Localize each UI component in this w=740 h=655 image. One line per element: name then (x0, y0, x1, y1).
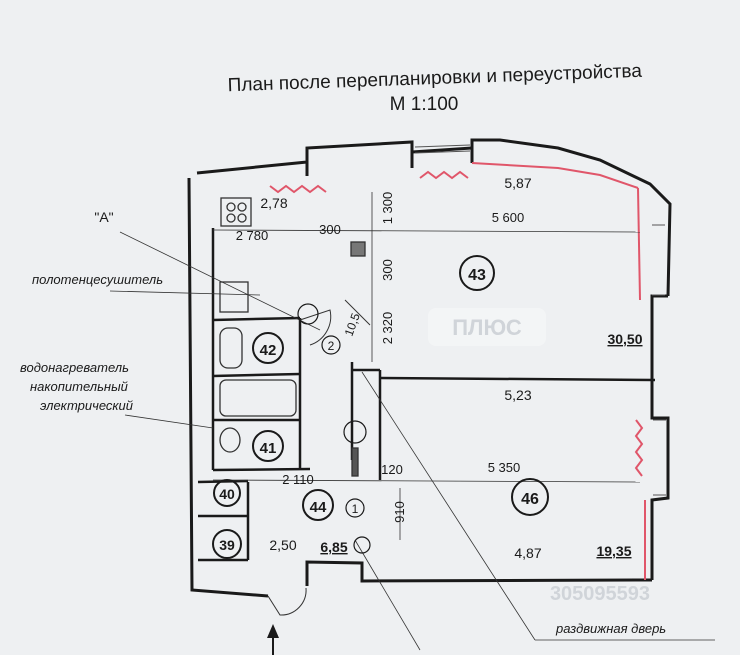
callout-water-heater-line3: электрический (40, 398, 133, 413)
entrance-arrow-icon (267, 624, 279, 655)
bathtub-icon (219, 327, 243, 369)
callout-towel-dryer: полотенцесушитель (32, 272, 163, 287)
room-number-39: 39 (219, 537, 235, 553)
dim-300-vertical: 300 (380, 259, 395, 281)
callout-water-heater-line1: водонагреватель (20, 360, 129, 375)
washing-machine-icon (219, 281, 249, 313)
room-number-40: 40 (219, 486, 235, 502)
dim-120: 120 (381, 462, 403, 477)
dim-10-5: 10,5 (342, 311, 363, 338)
watermark-text-id: 305095593 (550, 583, 650, 605)
burner-icon (226, 202, 236, 212)
dimension-lines (109, 192, 715, 651)
room-circle-46 (511, 478, 549, 516)
outer-walls (187, 138, 672, 598)
demolished-walls (269, 162, 646, 580)
dim-2780: 2 780 (236, 228, 269, 243)
sliding-door-leader (361, 371, 536, 641)
dim-300-horizontal: 300 (319, 222, 341, 237)
room-circle-40 (213, 479, 241, 507)
ventilation-shaft-icon (350, 241, 366, 257)
room-number-43: 43 (468, 267, 486, 284)
door-swings (267, 299, 371, 616)
shower-tray-icon (219, 379, 297, 417)
room-circle-41 (252, 430, 284, 462)
toilet-icon (219, 427, 241, 453)
marker-circle-2 (321, 335, 341, 355)
room-markers (212, 255, 549, 559)
marker-1: 1 (352, 502, 359, 516)
entrance-circle (353, 536, 371, 554)
area-room43-top: 5,87 (504, 175, 531, 191)
marker-circle-1 (345, 498, 365, 518)
dim-5600: 5 600 (492, 210, 525, 225)
inner-walls (197, 228, 656, 562)
room-number-42: 42 (260, 342, 277, 359)
callout-sliding-door: раздвижная дверь (555, 621, 666, 636)
marker-2: 2 (328, 339, 335, 353)
room-number-46: 46 (521, 491, 539, 508)
area-room46-top: 5,23 (504, 387, 531, 403)
area-kitchen: 2,78 (260, 195, 287, 211)
callout-water-heater-line2: накопительный (30, 379, 128, 394)
sliding-door-circle (343, 420, 367, 444)
area-hall-total: 6,85 (320, 539, 347, 555)
plan-scale: М 1:100 (390, 94, 459, 115)
watermark-text-plus: ПЛЮС (452, 315, 522, 340)
sliding-door-panel-icon (351, 447, 359, 477)
callout-a-leader (119, 231, 321, 331)
room-number-41: 41 (260, 440, 277, 457)
watermark: ПЛЮС 305095593 (428, 308, 650, 605)
room-circle-44 (302, 489, 334, 521)
callout-section-a: "А" (94, 209, 113, 225)
dim-1300: 1 300 (380, 192, 395, 225)
towel-dryer-circle (297, 303, 319, 325)
dim-5350: 5 350 (488, 460, 521, 475)
plan-title: План после перепланировки и переустройст… (227, 61, 642, 96)
room-circle-42 (252, 332, 284, 364)
dim-2320: 2 320 (380, 312, 395, 345)
area-room43-total: 30,50 (607, 331, 642, 347)
dim-2110: 2 110 (282, 472, 314, 487)
room-circle-39 (212, 529, 242, 559)
fixtures (219, 197, 366, 477)
room-number-44: 44 (310, 499, 327, 516)
windows (414, 144, 666, 496)
area-room46-total: 19,35 (596, 543, 631, 559)
dim-910: 910 (392, 501, 407, 523)
area-hall: 2,50 (269, 537, 296, 553)
room-circle-43 (459, 255, 495, 291)
area-room46-bottom: 4,87 (514, 545, 541, 561)
stove-icon (220, 197, 252, 227)
